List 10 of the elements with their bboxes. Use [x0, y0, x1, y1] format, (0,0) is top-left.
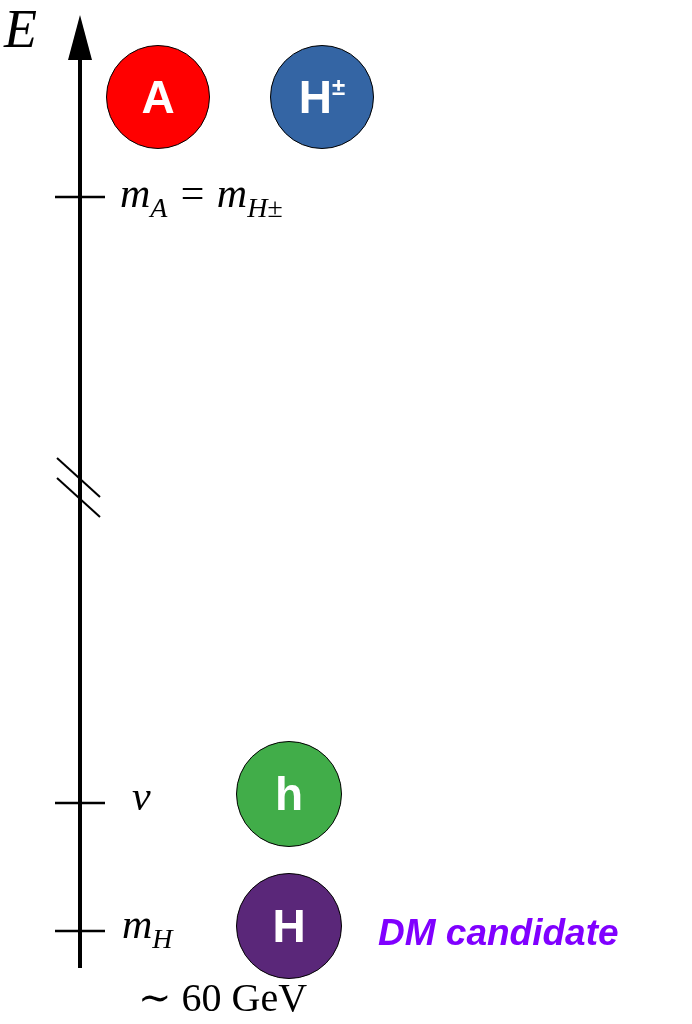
particle-symbol: A — [141, 74, 175, 120]
mass-label: m$_{H}$ — [122, 903, 173, 953]
axis-label: E — [4, 2, 37, 56]
particle-symbol: H — [272, 903, 306, 949]
scale-label: v — [132, 775, 151, 817]
particle-symbol: H$^{±}$ — [298, 74, 346, 120]
annotation-text: DM candidate — [378, 914, 619, 951]
mass-label: m$_{A}$ = m$_{H±}$ — [120, 172, 283, 222]
particle-symbol: h — [274, 771, 304, 817]
value-label: ∼ 60 GeV — [138, 978, 308, 1018]
